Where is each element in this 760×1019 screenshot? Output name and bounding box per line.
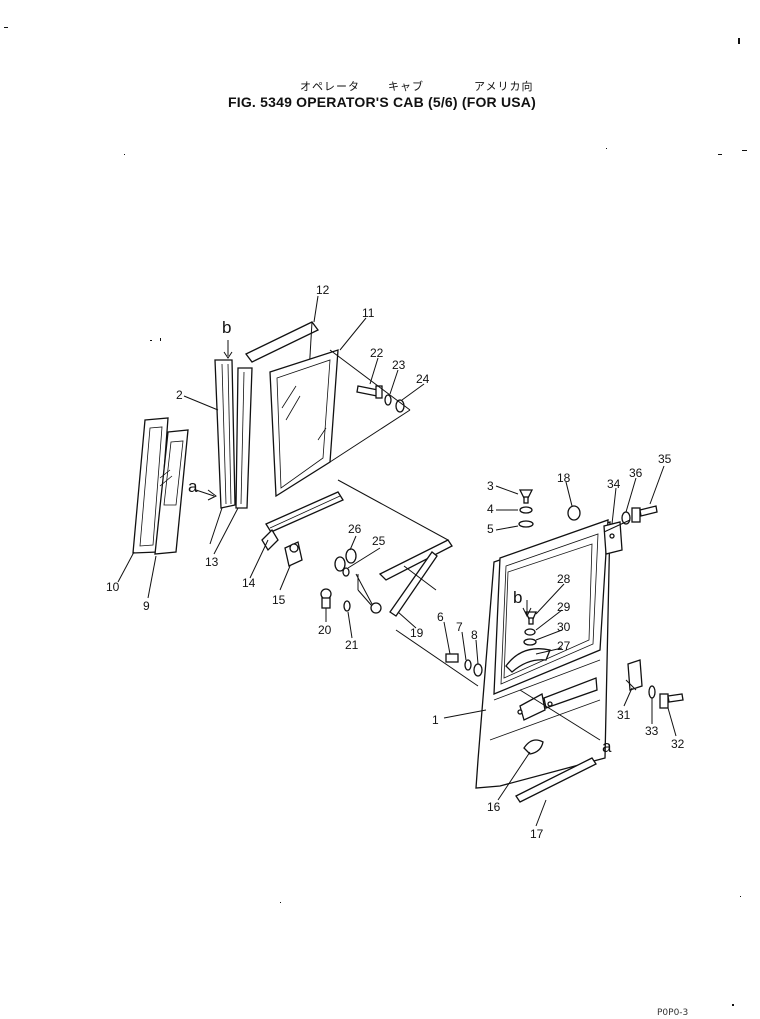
callout-29: 29 <box>557 600 571 614</box>
washer-29 <box>524 628 536 636</box>
callout-34: 34 <box>607 477 621 491</box>
bolt-20 <box>320 588 332 609</box>
hinge-34 <box>603 521 623 555</box>
door-assembly <box>475 519 611 789</box>
weatherstrip-17 <box>515 757 597 803</box>
callout-1: 1 <box>432 713 439 727</box>
callout-8: 8 <box>471 628 478 642</box>
bolt-6 <box>445 653 459 663</box>
washer-5 <box>518 520 534 528</box>
washer-30 <box>523 638 537 646</box>
screw-28 <box>525 611 537 625</box>
bolt-26 <box>334 548 357 572</box>
callout-35: 35 <box>658 452 672 466</box>
callout-7: 7 <box>456 620 463 634</box>
callout-18: 18 <box>557 471 571 485</box>
window-channel-13 <box>235 367 253 509</box>
figure-title: FIG. 5349 OPERATOR'S CAB (5/6) (FOR USA) <box>228 94 536 110</box>
sliding-window-glass <box>269 349 339 498</box>
nut-24 <box>395 399 405 413</box>
view-letter-b-door: b <box>513 588 522 607</box>
washer-7 <box>464 659 472 671</box>
washer-21 <box>343 600 351 612</box>
callout-24: 24 <box>416 372 430 386</box>
callout-33: 33 <box>645 724 659 738</box>
callout-23: 23 <box>392 358 406 372</box>
washer-33 <box>648 685 656 699</box>
nut-8 <box>473 663 483 677</box>
jp-label-usa: アメリカ向 <box>474 80 534 93</box>
cap-18 <box>567 505 581 521</box>
callout-10: 10 <box>106 580 120 594</box>
footer-code: P0P0-3 <box>657 1008 689 1018</box>
bolt-22 <box>356 385 383 399</box>
callout-3: 3 <box>487 479 494 493</box>
callout-11: 11 <box>362 306 375 320</box>
view-letter-b-top: b <box>222 318 231 337</box>
scan-specks <box>4 27 747 1006</box>
callout-4: 4 <box>487 502 494 516</box>
callout-9: 9 <box>143 599 150 613</box>
callout-21: 21 <box>345 638 359 652</box>
callout-15: 15 <box>272 593 286 607</box>
latch-31 <box>627 659 643 691</box>
jp-label-cab: キャブ <box>388 80 424 93</box>
washer-4 <box>519 506 533 514</box>
callout-16: 16 <box>487 800 501 814</box>
view-letter-a-left: a <box>188 477 198 496</box>
callout-28: 28 <box>557 572 571 586</box>
japanese-title: オペレータ キャブ アメリカ向 <box>300 78 600 94</box>
callout-22: 22 <box>370 346 384 360</box>
callout-26: 26 <box>348 522 362 536</box>
callout-30: 30 <box>557 620 571 634</box>
callout-27: 27 <box>557 639 571 653</box>
clip-15 <box>284 541 303 567</box>
callout-5: 5 <box>487 522 494 536</box>
callout-12: 12 <box>316 283 330 297</box>
bolt-35 <box>631 505 658 523</box>
callout-19: 19 <box>410 626 424 640</box>
bolt-32 <box>659 693 684 709</box>
side-window-glass <box>154 429 189 555</box>
callout-13: 13 <box>205 555 219 569</box>
callout-6: 6 <box>437 610 444 624</box>
jp-label-operator: オペレータ <box>300 80 360 93</box>
washer-23 <box>384 394 392 406</box>
callout-leaders <box>117 295 677 827</box>
callout-2: 2 <box>176 388 183 402</box>
callout-20: 20 <box>318 623 332 637</box>
callout-36: 36 <box>629 466 643 480</box>
screw-3 <box>518 489 534 504</box>
callout-25: 25 <box>372 534 386 548</box>
regulator-arm <box>370 539 453 617</box>
leader-lines <box>195 340 637 741</box>
callout-31: 31 <box>617 708 631 722</box>
washer-25 <box>342 567 350 577</box>
callout-32: 32 <box>671 737 685 751</box>
view-letter-a-door: a <box>602 737 612 756</box>
bottom-rail <box>261 491 344 552</box>
window-channel-2 <box>214 359 236 509</box>
callout-14: 14 <box>242 576 256 590</box>
callout-17: 17 <box>530 827 544 841</box>
